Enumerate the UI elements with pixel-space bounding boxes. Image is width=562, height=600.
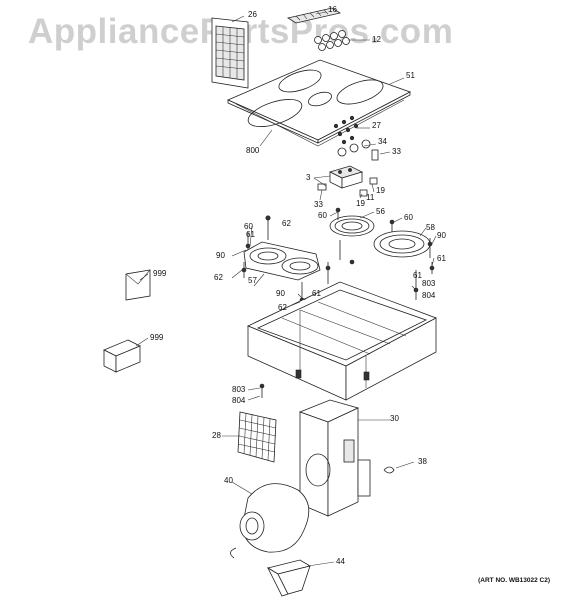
burner-element-56	[329, 215, 375, 237]
screw-fastener	[259, 383, 265, 398]
callout-62-bottom: 62	[278, 303, 287, 312]
burner-element-58	[373, 230, 431, 258]
callout-11: 11	[366, 193, 375, 202]
callout-19-right: 19	[376, 186, 385, 195]
callout-62-top: 62	[282, 219, 291, 228]
burner-element-57	[243, 241, 321, 281]
callout-800: 800	[246, 146, 260, 155]
callout-27: 27	[372, 121, 381, 130]
art-number-label: (ART NO. WB13022 C2)	[478, 577, 550, 584]
callout-999-envelope: 999	[153, 269, 167, 278]
blower-motor	[230, 483, 310, 559]
leader-lines	[135, 11, 437, 567]
duct-transition	[266, 559, 312, 597]
callout-999-box: 999	[150, 333, 164, 342]
installation-kit-box	[103, 339, 141, 373]
callout-26: 26	[248, 10, 257, 19]
callout-61-bottom: 61	[312, 289, 321, 298]
filter-screen	[237, 411, 277, 463]
callout-12: 12	[372, 35, 381, 44]
blower-housing	[298, 399, 371, 517]
callout-44: 44	[336, 557, 345, 566]
callout-33-top: 33	[392, 147, 401, 156]
wire-clip	[383, 466, 395, 474]
callout-90-bottom: 90	[276, 289, 285, 298]
callout-61-lower: 61	[413, 271, 422, 280]
cooktop-seal	[235, 99, 405, 147]
callout-60-center: 60	[318, 211, 327, 220]
callout-62-left: 62	[214, 273, 223, 282]
callout-58: 58	[426, 223, 435, 232]
callout-33-bottom: 33	[314, 200, 323, 209]
callout-56: 56	[376, 207, 385, 216]
callout-804-top: 804	[422, 291, 436, 300]
callout-30: 30	[390, 414, 399, 423]
callout-28: 28	[212, 431, 221, 440]
callout-57: 57	[248, 276, 257, 285]
callout-61-left: 61	[246, 230, 255, 239]
callout-19-left: 19	[356, 199, 365, 208]
callout-51: 51	[406, 71, 415, 80]
callout-90-left: 90	[216, 251, 225, 260]
terminal-block	[328, 165, 364, 189]
callout-60-right: 60	[404, 213, 413, 222]
fastener-cluster	[333, 115, 379, 161]
literature-envelope	[125, 269, 151, 301]
callout-61-right: 61	[437, 254, 446, 263]
callout-803-bottom: 803	[232, 385, 246, 394]
vent-grille-panel	[211, 17, 249, 89]
callout-804-bottom: 804	[232, 396, 246, 405]
callout-3: 3	[306, 173, 311, 182]
control-knobs	[314, 30, 350, 51]
callout-40: 40	[224, 476, 233, 485]
callout-16: 16	[328, 5, 337, 14]
glass-cooktop	[227, 59, 411, 144]
callout-60-left: 60	[244, 222, 253, 231]
burner-box-chassis	[247, 281, 437, 401]
callout-90-right: 90	[437, 231, 446, 240]
callout-803-top: 803	[422, 279, 436, 288]
callout-34: 34	[378, 137, 387, 146]
callout-38: 38	[418, 457, 427, 466]
